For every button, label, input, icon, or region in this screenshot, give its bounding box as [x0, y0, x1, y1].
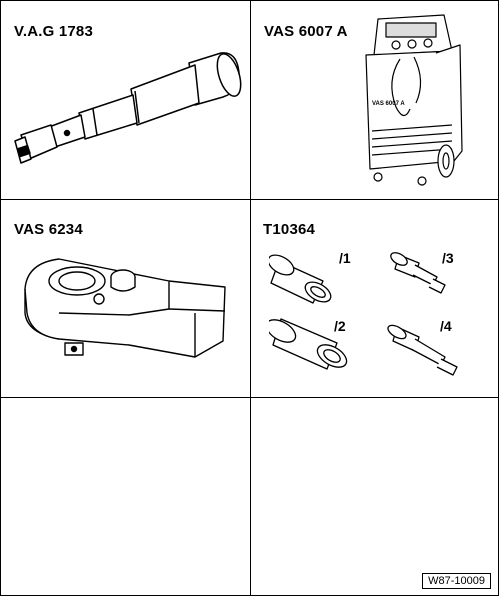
bit-3-icon — [390, 252, 446, 294]
cell-label-vas-6007-a: VAS 6007 A — [264, 23, 348, 40]
machine-label: VAS 6007 A — [372, 101, 405, 107]
bit-4-icon — [387, 324, 458, 376]
torque-wrench-icon — [14, 52, 242, 164]
cell-label-t10364: T10364 — [263, 221, 316, 238]
grid-divider-row-1 — [1, 199, 498, 200]
cell-label-vag-1783: V.A.G 1783 — [14, 23, 93, 40]
cell-label-vas-6234: VAS 6234 — [14, 221, 83, 238]
part-label-4: /4 — [440, 318, 452, 334]
part-label-2: /2 — [334, 318, 346, 334]
socket-2-icon — [269, 318, 348, 370]
ac-service-station-icon: VAS 6007 A — [365, 14, 463, 186]
socket-set-icon — [269, 252, 458, 376]
part-label-3: /3 — [442, 250, 454, 266]
figure-id: W87-10009 — [422, 573, 491, 589]
ratchet-adapter-icon — [24, 258, 226, 358]
part-label-1: /1 — [339, 250, 351, 266]
grid-divider-vertical — [250, 1, 251, 595]
grid-divider-row-2 — [1, 397, 498, 398]
socket-1-icon — [269, 254, 332, 304]
